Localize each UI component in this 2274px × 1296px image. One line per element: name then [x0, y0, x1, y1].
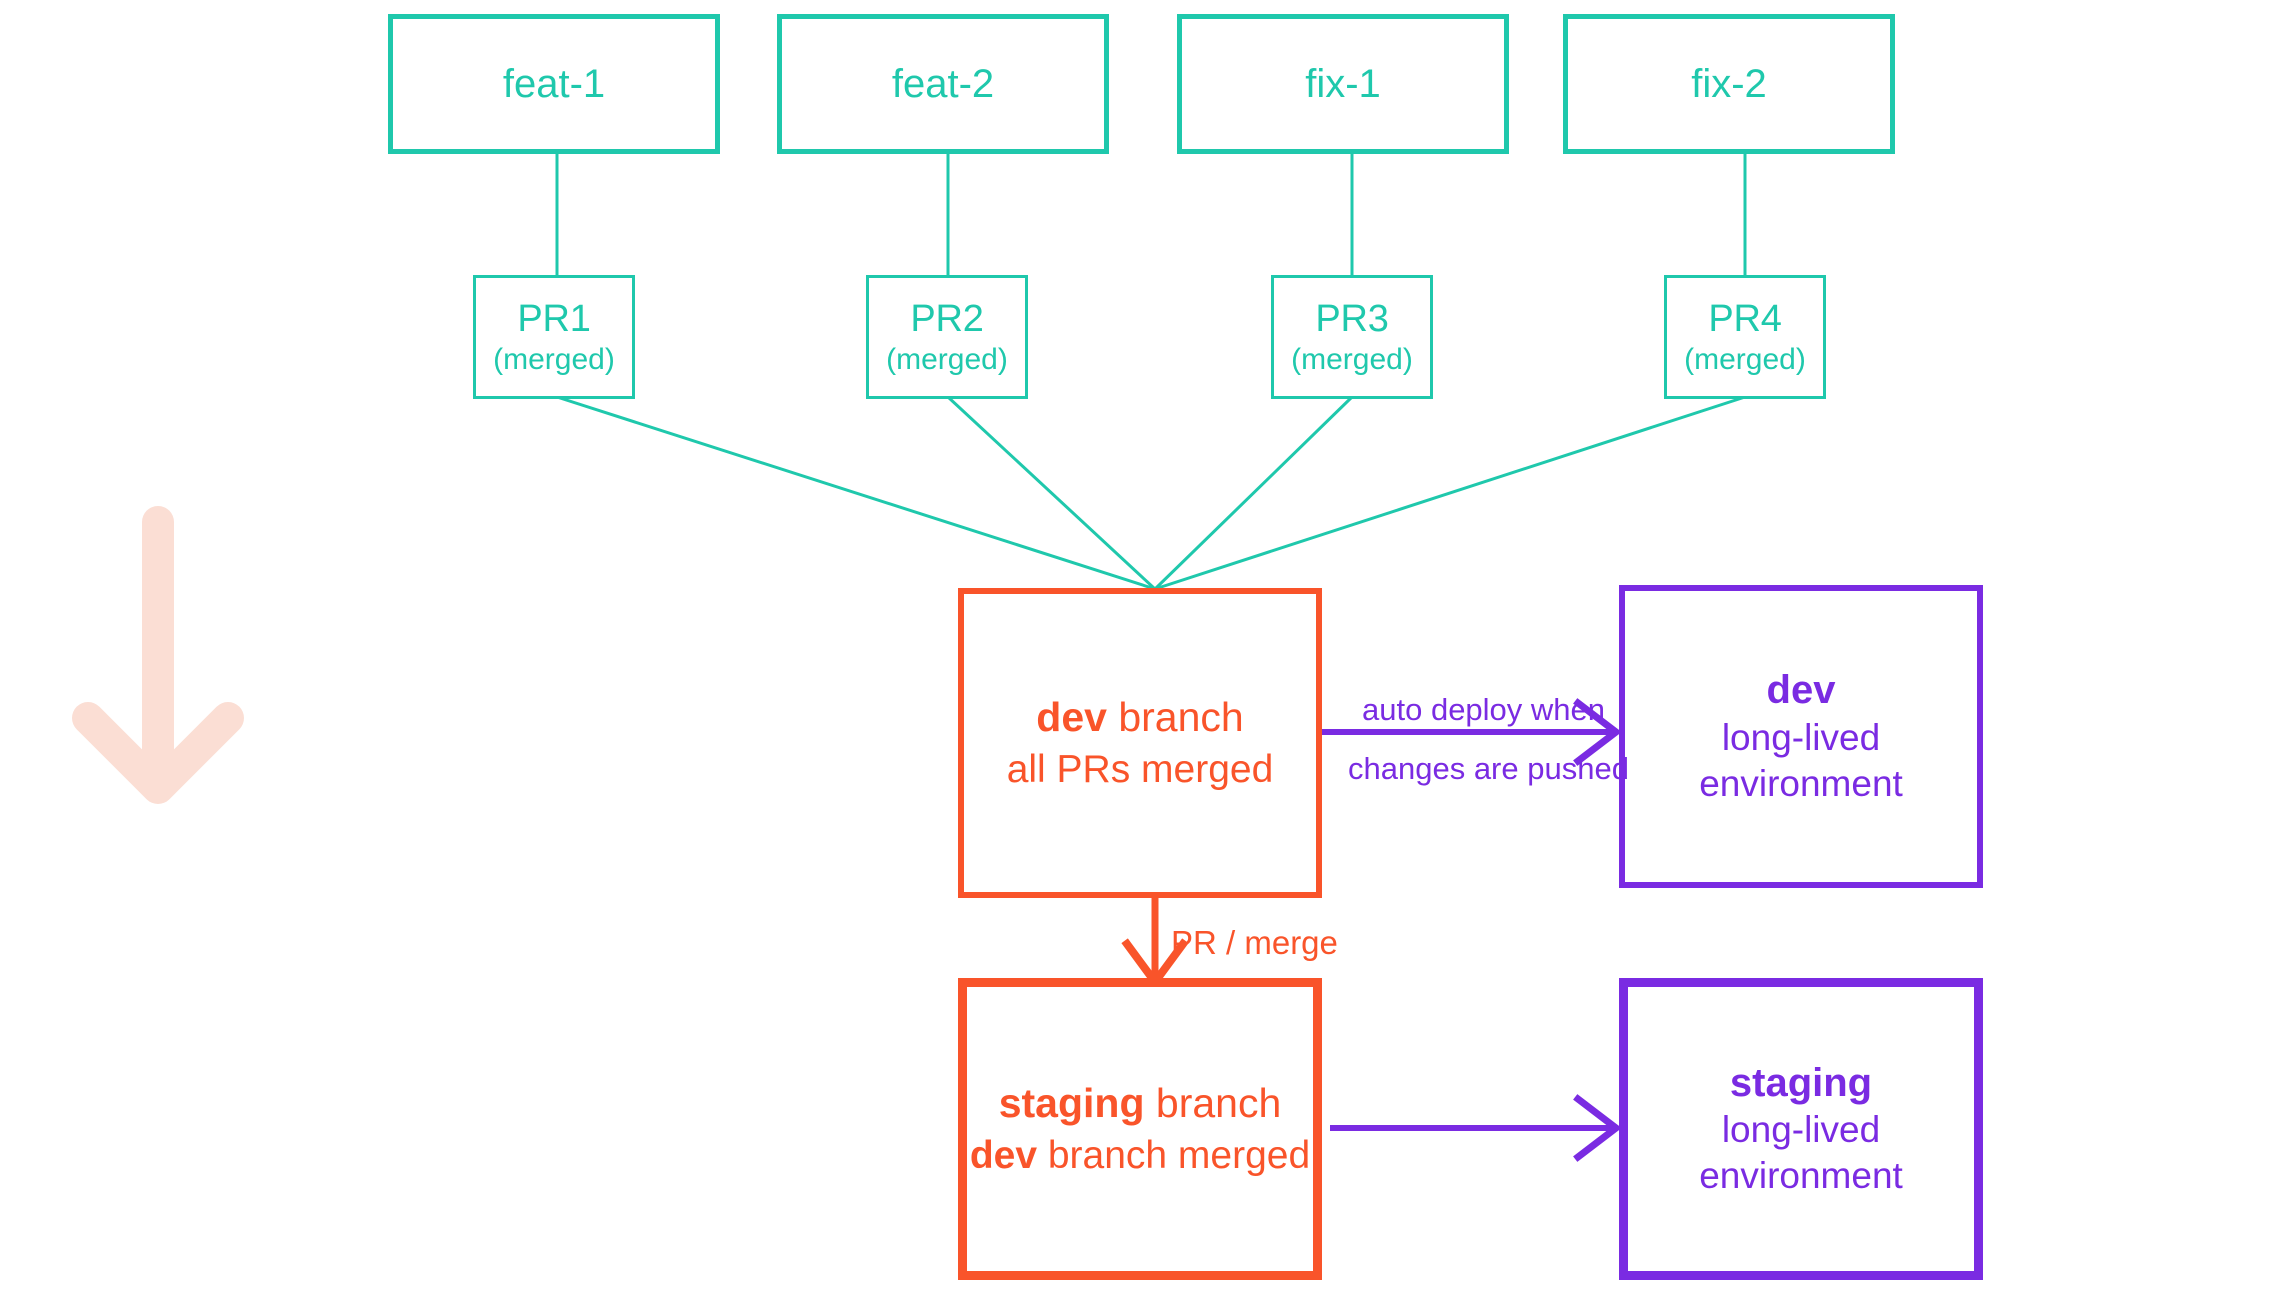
wire-pr3-dev — [1153, 395, 1354, 591]
staging-branch-suffix: branch — [1144, 1079, 1282, 1126]
dev-environment-box[interactable]: dev long-lived environment — [1619, 585, 1983, 888]
branch-box-fix-1[interactable]: fix-1 — [1177, 14, 1509, 154]
pr-merge-label: PR / merge — [1171, 924, 1338, 961]
branch-box-feat-1[interactable]: feat-1 — [388, 14, 720, 154]
dev-branch-title: dev branch — [1036, 694, 1243, 742]
auto-deploy-label-bottom: changes are pushed — [1348, 751, 1629, 786]
staging-branch-title: staging branch — [999, 1080, 1282, 1128]
staging-env-line2: long-lived — [1721, 1109, 1881, 1151]
staging-subtitle-bold: dev — [969, 1134, 1038, 1178]
staging-env-name: staging — [1729, 1060, 1873, 1105]
pr-box-pr4[interactable]: PR4 (merged) — [1664, 275, 1826, 399]
pr-title: PR1 — [517, 297, 591, 340]
dev-env-line3: environment — [1699, 762, 1903, 804]
dev-branch-suffix: branch — [1106, 693, 1244, 740]
pr-box-pr1[interactable]: PR1 (merged) — [473, 275, 635, 399]
branch-label: feat-1 — [502, 61, 606, 106]
dev-branch-name: dev — [1036, 693, 1107, 740]
staging-branch-box[interactable]: staging branch dev branch merged — [958, 978, 1322, 1280]
dev-env-line2: long-lived — [1721, 716, 1881, 758]
branch-box-feat-2[interactable]: feat-2 — [777, 14, 1109, 154]
flow-direction-arrow — [72, 506, 244, 804]
dev-branch-subtitle: all PRs merged — [1006, 748, 1274, 792]
wire-pr4-dev — [1154, 395, 1746, 591]
pr-box-pr3[interactable]: PR3 (merged) — [1271, 275, 1433, 399]
dev-branch-box[interactable]: dev branch all PRs merged — [958, 588, 1322, 898]
branch-box-fix-2[interactable]: fix-2 — [1563, 14, 1895, 154]
branch-label: fix-1 — [1305, 61, 1381, 106]
branch-label: feat-2 — [891, 61, 995, 106]
dev-env-name: dev — [1766, 668, 1836, 713]
wire-pr1-dev — [556, 395, 1156, 591]
wire-pr2-dev — [946, 395, 1157, 591]
pr-status: (merged) — [493, 342, 615, 376]
pr-title: PR2 — [910, 297, 984, 340]
pr-title: PR4 — [1708, 297, 1782, 340]
pr-status: (merged) — [886, 342, 1008, 376]
auto-deploy-label-top: auto deploy when — [1362, 692, 1606, 727]
wire-staging-to-staging-env — [1330, 1094, 1622, 1162]
staging-branch-subtitle: dev branch merged — [970, 1133, 1310, 1178]
staging-branch-name: staging — [998, 1079, 1145, 1126]
pr-title: PR3 — [1315, 297, 1389, 340]
pr-status: (merged) — [1684, 342, 1806, 376]
staging-env-line3: environment — [1699, 1155, 1903, 1197]
staging-environment-box[interactable]: staging long-lived environment — [1619, 978, 1983, 1280]
pr-status: (merged) — [1291, 342, 1413, 376]
pr-box-pr2[interactable]: PR2 (merged) — [866, 275, 1028, 399]
staging-subtitle-rest: branch merged — [1037, 1134, 1311, 1178]
branch-label: fix-2 — [1691, 61, 1767, 106]
